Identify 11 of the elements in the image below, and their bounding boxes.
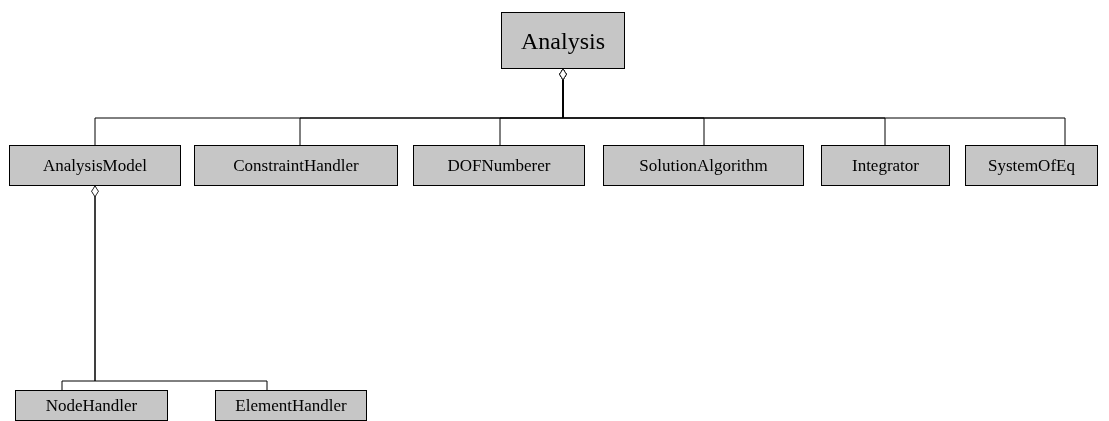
class-box: AnalysisModel bbox=[9, 145, 181, 186]
class-box: ConstraintHandler bbox=[194, 145, 398, 186]
aggregation-connector bbox=[559, 68, 1066, 146]
aggregation-connector bbox=[91, 185, 268, 391]
class-box: NodeHandler bbox=[15, 390, 168, 421]
class-box: Analysis bbox=[501, 12, 625, 69]
class-box: ElementHandler bbox=[215, 390, 367, 421]
class-box: Integrator bbox=[821, 145, 950, 186]
class-box: SolutionAlgorithm bbox=[603, 145, 804, 186]
class-box: SystemOfEq bbox=[965, 145, 1098, 186]
class-box: DOFNumberer bbox=[413, 145, 585, 186]
